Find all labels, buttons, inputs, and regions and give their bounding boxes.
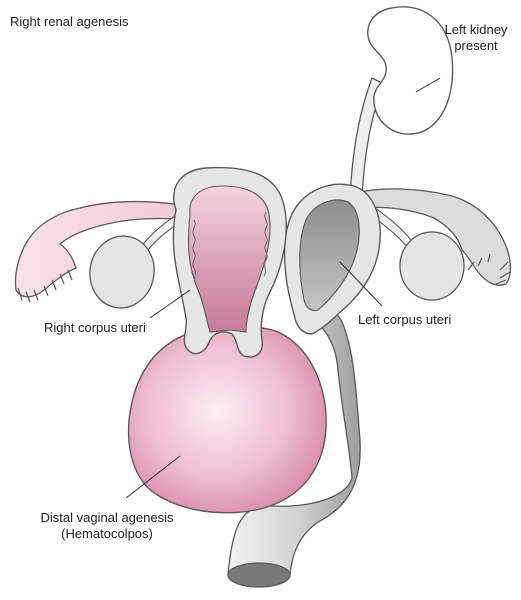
vaginal-opening (228, 563, 290, 587)
label-left-kidney-line1: Left kidney (436, 22, 516, 38)
label-left-kidney-line2: present (436, 38, 516, 54)
label-distal-vaginal-agenesis: Distal vaginal agenesis (Hematocolpos) (12, 510, 202, 542)
label-right-corpus-uteri: Right corpus uteri (44, 320, 146, 336)
hematocolpos-bulb (129, 328, 327, 513)
label-left-kidney-present: Left kidney present (436, 22, 516, 54)
label-right-renal-agenesis: Right renal agenesis (10, 14, 129, 30)
label-distal-line1: Distal vaginal agenesis (12, 510, 202, 526)
left-ovary (400, 232, 464, 300)
label-distal-line2: (Hematocolpos) (12, 526, 202, 542)
label-left-corpus-uteri: Left corpus uteri (358, 312, 451, 328)
right-adnexa-group (16, 202, 187, 313)
